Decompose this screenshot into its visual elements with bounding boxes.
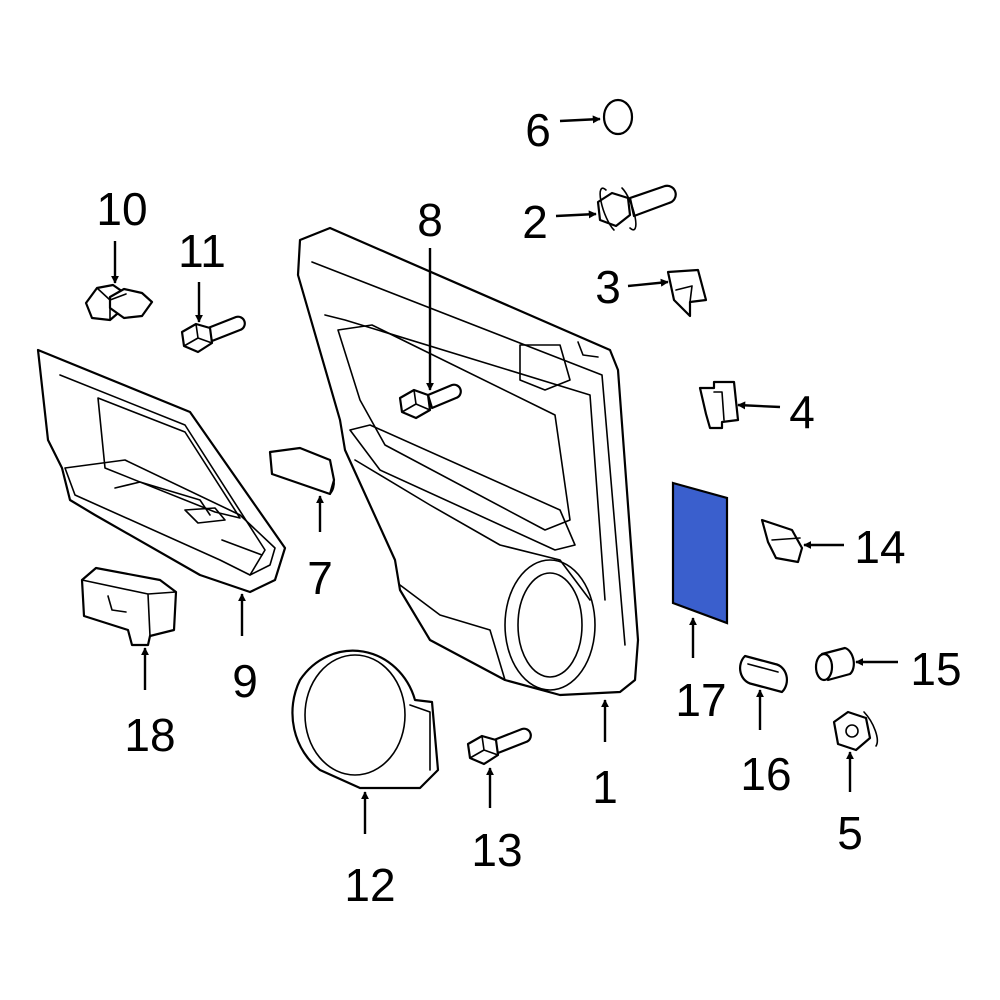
- callout-1: 1: [592, 761, 618, 813]
- clip-14[interactable]: [760, 518, 804, 564]
- callout-5: 5: [837, 807, 863, 859]
- callout-6: 6: [525, 104, 551, 156]
- leader-arrows: [111, 115, 898, 834]
- callout-4: 4: [789, 386, 815, 438]
- callout-16: 16: [740, 748, 791, 800]
- clip-3[interactable]: [666, 268, 708, 318]
- hex-nut[interactable]: [832, 710, 879, 752]
- callout-12: 12: [344, 859, 395, 911]
- switch-bezel-trim[interactable]: [36, 348, 287, 594]
- push-clip-4[interactable]: [698, 380, 740, 430]
- pull-cup-cover[interactable]: [268, 446, 336, 496]
- door-trim-panel[interactable]: [296, 226, 640, 697]
- bolt-13[interactable]: [466, 727, 532, 766]
- callout-3: 3: [595, 261, 621, 313]
- bolt-11[interactable]: [180, 315, 246, 354]
- callout-2: 2: [522, 196, 548, 248]
- callout-14: 14: [854, 521, 905, 573]
- callout-8: 8: [417, 194, 443, 246]
- bolt-with-washer[interactable]: [596, 184, 677, 231]
- round-plug[interactable]: [602, 98, 634, 136]
- callout-labels: 1 2 3 4 5 6 7 8 9 10 11 12 13 14 15 16 1…: [96, 104, 961, 911]
- callout-17: 17: [675, 674, 726, 726]
- callout-10: 10: [96, 183, 147, 235]
- oval-plug-16[interactable]: [738, 654, 789, 694]
- callout-7: 7: [307, 552, 333, 604]
- callout-15: 15: [910, 643, 961, 695]
- callout-18: 18: [124, 709, 175, 761]
- callout-13: 13: [471, 824, 522, 876]
- callout-9: 9: [232, 655, 258, 707]
- switch-18[interactable]: [80, 566, 178, 647]
- speaker-grille[interactable]: [291, 649, 440, 790]
- hex-clip-10[interactable]: [84, 283, 154, 322]
- cap-15[interactable]: [814, 646, 855, 682]
- bolt-8[interactable]: [398, 383, 462, 420]
- highlighted-part-17[interactable]: [671, 481, 729, 625]
- callout-11: 11: [178, 225, 226, 277]
